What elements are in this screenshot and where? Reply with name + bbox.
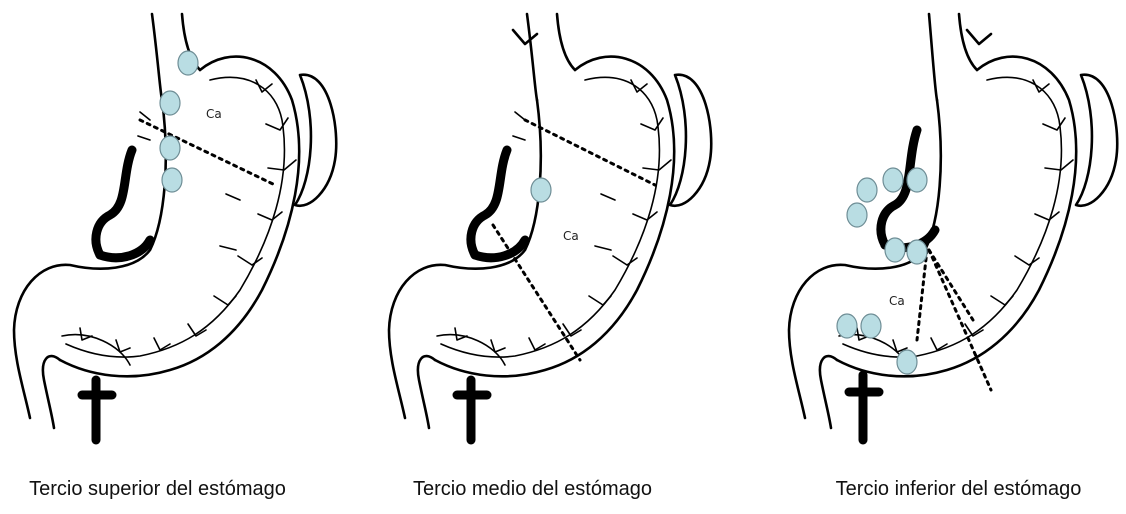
stomach-diagram-middle: Ca	[375, 0, 750, 460]
lymph-node	[847, 203, 867, 227]
lymph-nodes	[837, 168, 927, 374]
lymph-node	[885, 238, 905, 262]
esophagus-line	[557, 14, 575, 70]
spleen-outline	[670, 75, 711, 206]
vessel-branches	[967, 30, 991, 44]
esophagus-line	[959, 14, 977, 70]
resection-line	[493, 225, 580, 360]
spleen-outline	[295, 75, 336, 206]
tumor-label: Ca	[563, 229, 579, 243]
tumor-label: Ca	[206, 107, 222, 121]
stomach-diagram-lower: Ca	[751, 0, 1126, 460]
lymph-nodes	[160, 51, 198, 192]
esophagus-line	[929, 14, 937, 100]
gastroepiploic-vessel	[66, 77, 284, 357]
esophagus-line	[527, 14, 537, 100]
duodenum-line	[43, 356, 60, 428]
lymph-nodes	[531, 178, 551, 202]
lymph-node	[837, 314, 857, 338]
panel-upper-third: Ca Tercio superior del estómago	[0, 0, 375, 514]
left-gastric-artery	[96, 150, 132, 255]
lymph-node	[531, 178, 551, 202]
panel-middle-third: Ca Tercio medio del estómago	[375, 0, 750, 514]
lymph-node	[178, 51, 198, 75]
lymph-node	[857, 178, 877, 202]
lymph-node	[160, 136, 180, 160]
lymph-node	[160, 91, 180, 115]
resection-line	[929, 250, 991, 390]
lymph-node	[907, 240, 927, 264]
celiac-branch	[475, 240, 525, 258]
panel-lower-third: Ca Tercio inferior del estómago	[751, 0, 1126, 514]
resection-line	[525, 120, 655, 185]
spleen-outline	[1076, 75, 1117, 206]
tumor-label: Ca	[889, 294, 905, 308]
lymph-node	[162, 168, 182, 192]
celiac-branch	[100, 240, 150, 258]
resection-line	[929, 250, 973, 320]
caption-lower-third: Tercio inferior del estómago	[771, 478, 1126, 501]
caption-middle-third: Tercio medio del estómago	[345, 478, 720, 501]
vessel-branches	[857, 80, 1073, 352]
lymph-node	[883, 168, 903, 192]
duodenum-line	[418, 356, 435, 428]
esophagus-line	[152, 14, 162, 100]
caption-upper-third: Tercio superior del estómago	[0, 478, 345, 501]
duodenum-line	[820, 356, 837, 428]
lymph-node	[907, 168, 927, 192]
lymph-node	[861, 314, 881, 338]
lymph-node	[897, 350, 917, 374]
vessel-branches	[513, 30, 537, 44]
stomach-diagram-upper: Ca	[0, 0, 375, 460]
